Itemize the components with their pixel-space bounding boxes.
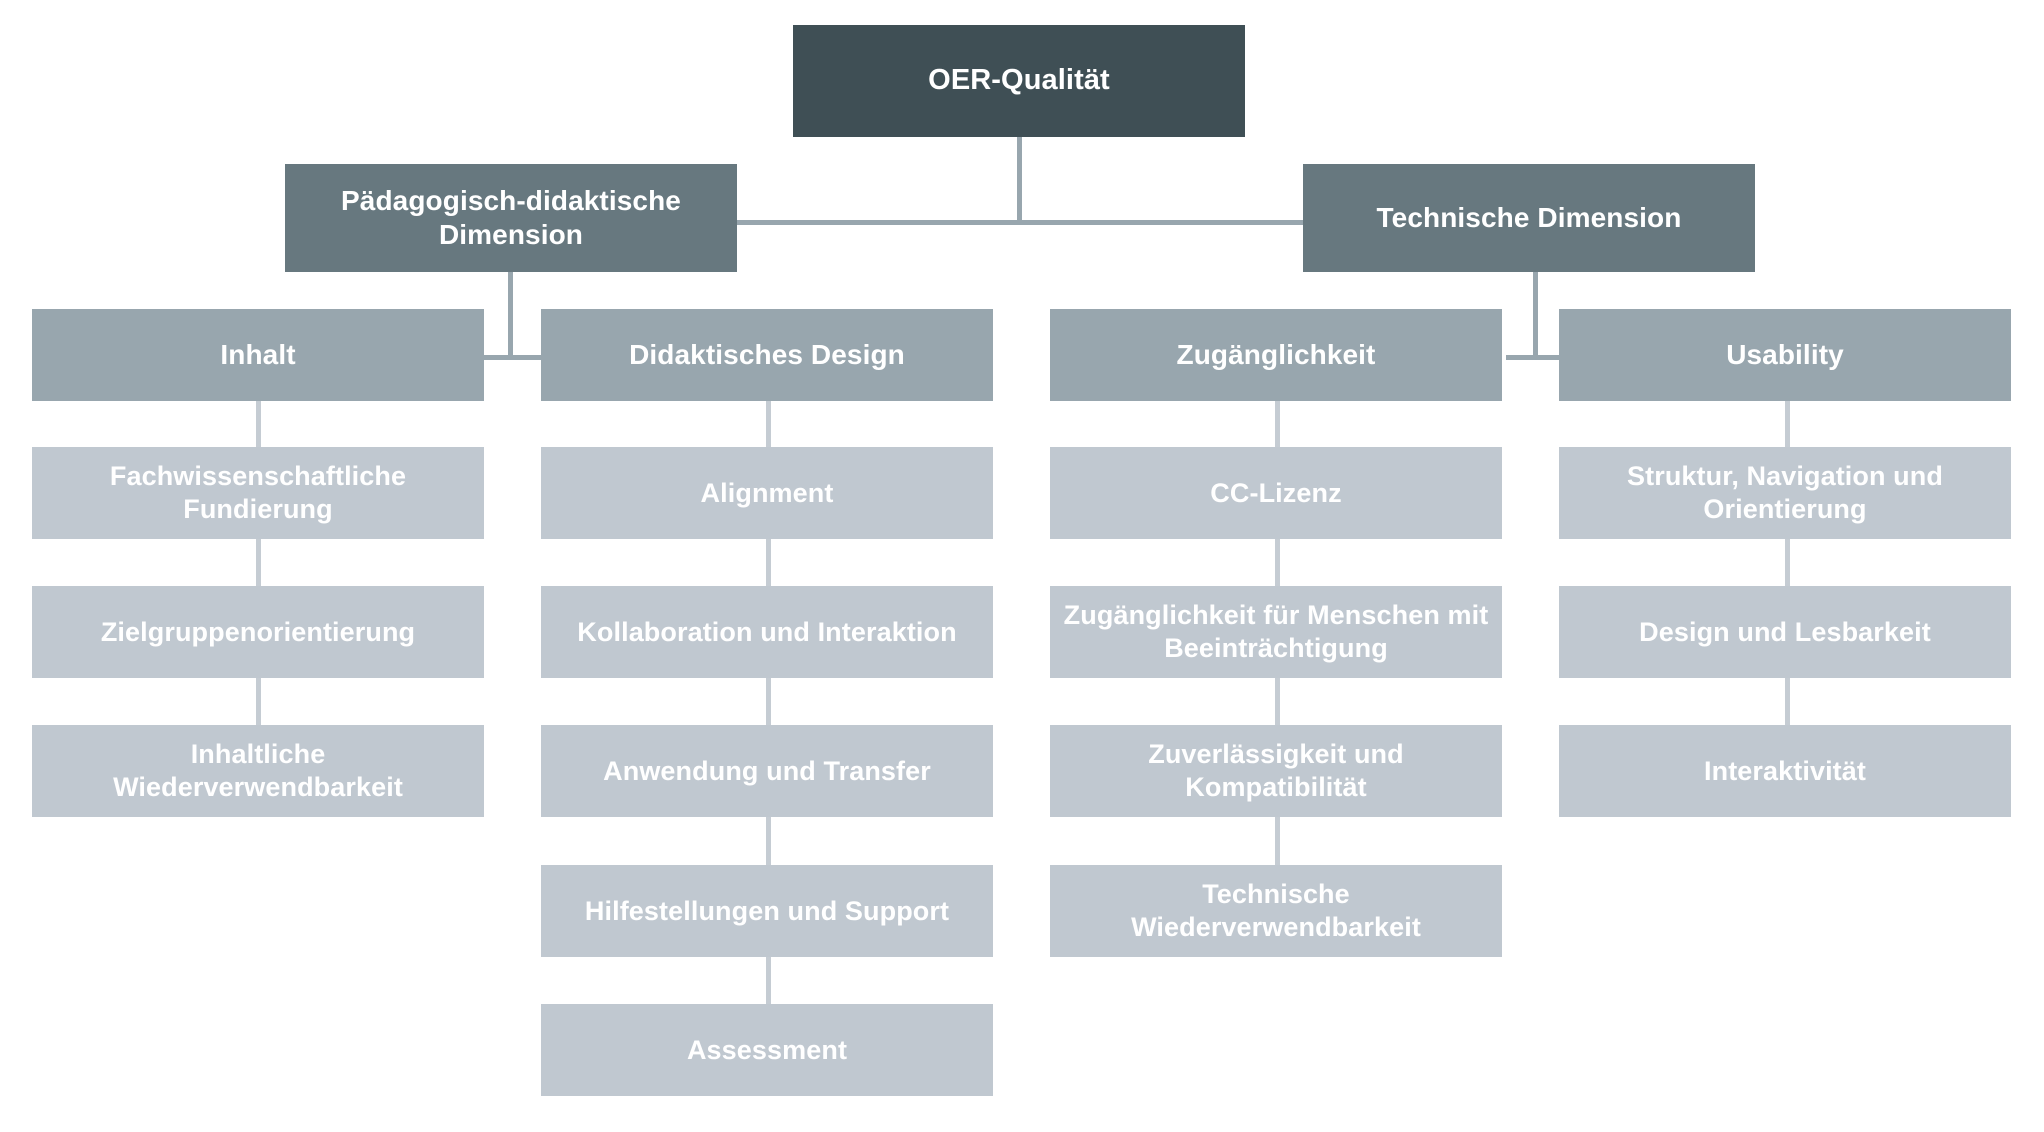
node-criterion-zielgruppenorientierung[interactable]: Zielgruppenorientierung [32,586,484,678]
node-category-zugaenglichkeit[interactable]: Zugänglichkeit [1050,309,1502,401]
node-category-inhalt[interactable]: Inhalt [32,309,484,401]
connector-paedagogisch-categories [484,355,544,360]
node-criterion-assessment[interactable]: Assessment [541,1004,993,1096]
node-criterion-interaktivitaet[interactable]: Interaktivität [1559,725,2011,817]
node-criterion-zugaenglichkeit-beeintraechtigung[interactable]: Zugänglichkeit für Menschen mit Beeinträ… [1050,586,1502,678]
node-criterion-alignment[interactable]: Alignment [541,447,993,539]
node-criterion-struktur-navigation-orientierung[interactable]: Struktur, Navigation und Orientierung [1559,447,2011,539]
node-category-usability[interactable]: Usability [1559,309,2011,401]
node-criterion-hilfestellungen-und-support[interactable]: Hilfestellungen und Support [541,865,993,957]
node-paedagogisch-didaktische-dimension[interactable]: Pädagogisch-didaktische Dimension [285,164,737,272]
node-criterion-anwendung-und-transfer[interactable]: Anwendung und Transfer [541,725,993,817]
node-technische-dimension[interactable]: Technische Dimension [1303,164,1755,272]
node-criterion-inhaltliche-wiederverwendbarkeit[interactable]: Inhaltliche Wiederverwendbarkeit [32,725,484,817]
node-criterion-fachwissenschaftliche-fundierung[interactable]: Fachwissenschaftliche Fundierung [32,447,484,539]
node-category-didaktisches-design[interactable]: Didaktisches Design [541,309,993,401]
node-criterion-zuverlaessigkeit-und-kompatibilitaet[interactable]: Zuverlässigkeit und Kompatibilität [1050,725,1502,817]
node-criterion-cc-lizenz[interactable]: CC-Lizenz [1050,447,1502,539]
node-oer-qualitaet[interactable]: OER-Qualität [793,25,1245,137]
connector-technische-down [1533,266,1538,360]
connector-root-down [1017,136,1022,224]
node-criterion-technische-wiederverwendbarkeit[interactable]: Technische Wiederverwendbarkeit [1050,865,1502,957]
connector-dimension-spine [508,220,1532,225]
node-criterion-kollaboration-und-interaktion[interactable]: Kollaboration und Interaktion [541,586,993,678]
node-criterion-design-und-lesbarkeit[interactable]: Design und Lesbarkeit [1559,586,2011,678]
connector-paedagogisch-down [508,266,513,360]
connector-technische-categories [1506,355,1568,360]
